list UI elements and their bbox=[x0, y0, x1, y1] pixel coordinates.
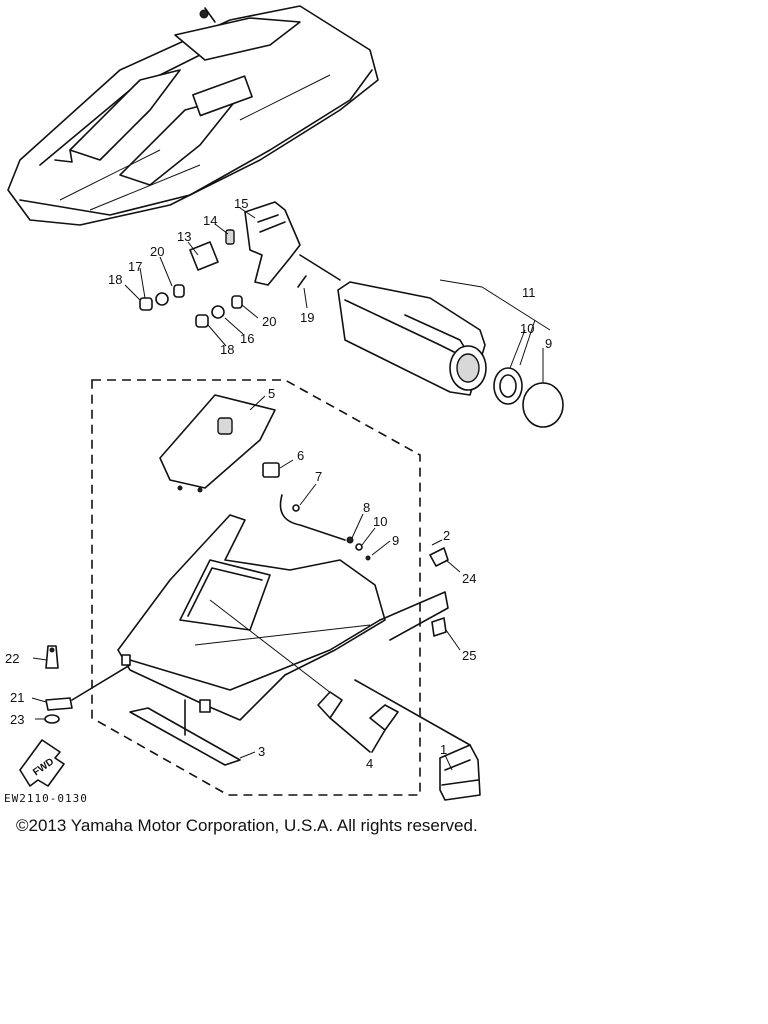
part-label-18b: 18 bbox=[220, 342, 234, 357]
rivet-fasteners bbox=[44, 645, 131, 724]
hatch-cover-plate bbox=[159, 394, 371, 561]
part-label-17b: 16 bbox=[240, 331, 254, 346]
part-label-8: 8 bbox=[363, 500, 370, 515]
storage-case-assembly bbox=[337, 279, 564, 428]
forward-arrow-badge: FWD bbox=[19, 739, 65, 787]
part-label-13: 10 bbox=[520, 321, 534, 336]
bolts bbox=[429, 547, 449, 637]
part-label-11: 11 bbox=[522, 285, 536, 300]
part-label-6: 6 bbox=[297, 448, 304, 463]
drawing-code: EW2110-0130 bbox=[4, 792, 88, 805]
leader-lines bbox=[31, 207, 544, 771]
part-label-14: 13 bbox=[177, 229, 191, 244]
watercraft-hull-illustration bbox=[7, 5, 379, 226]
part-label-20b: 20 bbox=[262, 314, 276, 329]
copyright-notice: ©2013 Yamaha Motor Corporation, U.S.A. A… bbox=[16, 816, 478, 835]
rear-guard-bracket bbox=[354, 679, 481, 801]
mat-and-pads bbox=[129, 691, 399, 766]
part-label-22: 22 bbox=[5, 651, 19, 666]
part-label-18a: 18 bbox=[108, 272, 122, 287]
part-label-25: 25 bbox=[462, 648, 476, 663]
part-label-3: 3 bbox=[258, 744, 265, 759]
part-label-19: 19 bbox=[300, 310, 314, 325]
fastener-hardware bbox=[139, 275, 307, 328]
part-label-7: 7 bbox=[315, 469, 322, 484]
part-number-labels: 15 14 13 20 17 18 11 19 20 10 16 9 18 5 … bbox=[5, 196, 552, 771]
part-label-10: 10 bbox=[373, 514, 387, 529]
part-label-15: 15 bbox=[234, 196, 248, 211]
part-label-5: 5 bbox=[268, 386, 275, 401]
part-label-23: 23 bbox=[10, 712, 24, 727]
part-label-4: 4 bbox=[366, 756, 373, 771]
assembly-boundary bbox=[91, 379, 421, 796]
part-label-17a: 17 bbox=[128, 259, 142, 274]
part-label-24: 24 bbox=[462, 571, 476, 586]
exploded-parts-diagram: FWD 15 14 13 20 17 18 bbox=[5, 5, 564, 801]
part-label-1: 1 bbox=[440, 742, 447, 757]
main-deck-cover bbox=[117, 514, 449, 721]
part-label-12: 9 bbox=[545, 336, 552, 351]
part-label-2: 2 bbox=[443, 528, 450, 543]
part-label-9: 9 bbox=[392, 533, 399, 548]
part-label-20a: 20 bbox=[150, 244, 164, 259]
part-label-21: 21 bbox=[10, 690, 24, 705]
handle-pole-bracket bbox=[189, 201, 341, 286]
part-label-16: 14 bbox=[203, 213, 217, 228]
